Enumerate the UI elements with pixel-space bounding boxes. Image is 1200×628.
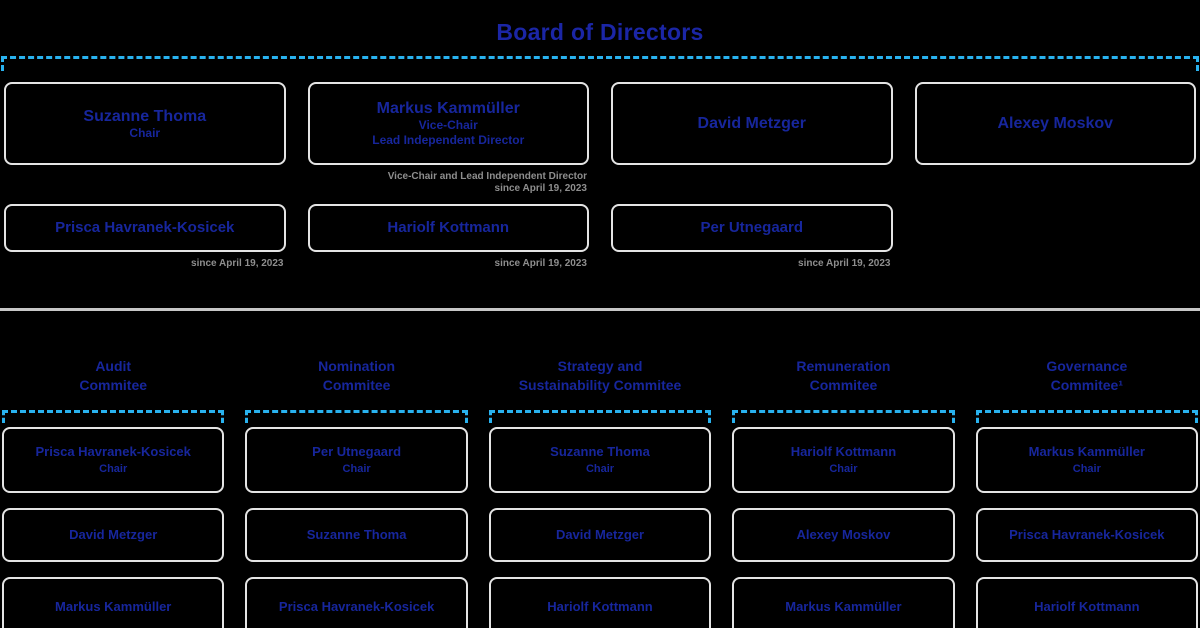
appointment-date-note: since April 19, 2023: [494, 258, 587, 269]
member-role: Lead Independent Director: [372, 133, 525, 147]
committee-member-box: David Metzger: [2, 508, 225, 562]
committee-member-box: Hariolf Kottmann: [975, 577, 1199, 628]
committee-dashed-bracket: [975, 410, 1199, 423]
note-line: since April 19, 2023: [494, 183, 587, 194]
committee-title: Audit Commitee: [2, 352, 224, 400]
committee-dashed-bracket: [488, 410, 712, 423]
member-name: David Metzger: [69, 527, 158, 542]
chair-label: Chair: [99, 463, 128, 475]
member-name: Suzanne Thoma: [550, 444, 650, 459]
committee-title-line: Commitee: [79, 377, 148, 393]
member-name: Markus Kammüller: [785, 599, 902, 614]
board-member-prisca-havranek-kosicek: Prisca Havranek-Kosicek: [4, 204, 286, 252]
committee-title-line: Commitee¹: [1050, 377, 1123, 393]
committee-member-box: David Metzger: [488, 508, 712, 562]
member-name: David Metzger: [697, 115, 806, 132]
member-name: Prisca Havranek-Kosicek: [35, 444, 191, 459]
chair-label: Chair: [342, 463, 371, 475]
board-cell: Prisca Havranek-Kosicek since April 19, …: [4, 204, 286, 269]
member-name: Markus Kammüller: [376, 100, 520, 117]
committee-member-box: Suzanne Thoma: [245, 508, 468, 562]
board-cell: David Metzger: [611, 82, 893, 165]
committee-title-line: Governance: [1046, 358, 1128, 374]
board-cell: Alexey Moskov: [914, 82, 1196, 165]
member-name: Per Utnegaard: [700, 219, 804, 236]
member-name: Prisca Havranek-Kosicek: [1009, 527, 1165, 542]
member-name: Hariolf Kottmann: [790, 444, 897, 459]
member-name: Hariolf Kottmann: [1034, 599, 1140, 614]
member-role: Chair: [129, 125, 161, 140]
committee-chair-box: Suzanne Thoma Chair: [488, 427, 712, 493]
board-member-markus-kammuller: Markus Kammüller Vice-Chair Lead Indepen…: [307, 82, 589, 165]
committee-chair-box: Per Utnegaard Chair: [245, 427, 468, 493]
committee-chair-box: Markus Kammüller Chair: [975, 427, 1199, 493]
committee-member-box: Alexey Moskov: [732, 508, 955, 562]
member-name: Prisca Havranek-Kosicek: [278, 599, 435, 614]
member-name: Alexey Moskov: [796, 527, 891, 542]
board-dashed-bracket: [1, 56, 1199, 71]
committee-title-line: Nomination: [318, 358, 396, 374]
committee-dashed-bracket: [732, 410, 955, 423]
committee-strategy-sustainability: Strategy and Sustainability Commitee Suz…: [488, 352, 712, 628]
committee-title: Governance Commitee¹: [976, 352, 1198, 400]
committee-member-box: Prisca Havranek-Kosicek: [975, 508, 1199, 562]
member-name: Prisca Havranek-Kosicek: [55, 219, 235, 236]
member-name: Suzanne Thoma: [306, 527, 407, 542]
committee-title-line: Sustainability Commitee: [518, 377, 682, 393]
board-member-hariolf-kottmann: Hariolf Kottmann: [307, 204, 589, 252]
member-name: Alexey Moskov: [997, 115, 1114, 132]
chair-label: Chair: [585, 463, 615, 475]
committee-dashed-bracket: [245, 410, 468, 423]
chair-label: Chair: [829, 463, 858, 475]
committee-dashed-bracket: [2, 410, 225, 423]
committee-nomination: Nomination Commitee Per Utnegaard Chair …: [245, 352, 468, 628]
committee-remuneration: Remuneration Commitee Hariolf Kottmann C…: [732, 352, 955, 628]
appointment-date-note: Vice-Chair and Lead Independent Director…: [388, 171, 587, 195]
committee-member-box: Markus Kammüller: [732, 577, 955, 628]
board-cell: Hariolf Kottmann since April 19, 2023: [307, 204, 589, 269]
committee-member-box: Hariolf Kottmann: [488, 577, 712, 628]
note-line: Vice-Chair and Lead Independent Director: [387, 171, 587, 182]
committee-member-box: Prisca Havranek-Kosicek: [245, 577, 468, 628]
board-cell: Per Utnegaard since April 19, 2023: [611, 204, 893, 269]
board-member-alexey-moskov: Alexey Moskov: [914, 82, 1196, 165]
board-cell: Suzanne Thoma Chair: [4, 82, 286, 165]
member-name: Markus Kammüller: [55, 599, 172, 614]
member-name: Per Utnegaard: [312, 444, 402, 459]
committee-title-line: Strategy and: [557, 358, 643, 374]
committee-title-line: Commitee: [322, 377, 391, 393]
board-row-2: Prisca Havranek-Kosicek since April 19, …: [4, 204, 1196, 269]
committee-title-line: Audit: [95, 358, 132, 374]
committee-member-box: Markus Kammüller: [2, 577, 225, 628]
member-name: Hariolf Kottmann: [547, 599, 653, 614]
board-cell: Markus Kammüller Vice-Chair Lead Indepen…: [307, 82, 589, 194]
committee-title: Nomination Commitee: [245, 352, 467, 400]
chair-label: Chair: [1072, 463, 1101, 475]
committee-audit: Audit Commitee Prisca Havranek-Kosicek C…: [2, 352, 225, 628]
member-name: Hariolf Kottmann: [387, 219, 510, 236]
committee-title: Remuneration Commitee: [732, 352, 954, 400]
board-row-1: Suzanne Thoma Chair Markus Kammüller Vic…: [4, 82, 1196, 194]
committee-chair-box: Hariolf Kottmann Chair: [732, 427, 955, 493]
board-member-david-metzger: David Metzger: [611, 82, 893, 165]
appointment-date-note: since April 19, 2023: [191, 258, 284, 269]
member-name: Suzanne Thoma: [83, 107, 207, 125]
board-member-per-utnegaard: Per Utnegaard: [611, 204, 893, 252]
page-title: Board of Directors: [496, 19, 704, 45]
member-role: Vice-Chair: [418, 118, 478, 132]
appointment-date-note: since April 19, 2023: [798, 258, 891, 269]
member-name: David Metzger: [555, 527, 645, 542]
committee-governance: Governance Commitee¹ Markus Kammüller Ch…: [975, 352, 1199, 628]
committees-section: Audit Commitee Prisca Havranek-Kosicek C…: [2, 352, 1199, 628]
member-name: Markus Kammüller: [1028, 444, 1145, 459]
committee-title-line: Commitee: [809, 377, 878, 393]
committee-title: Strategy and Sustainability Commitee: [489, 352, 711, 400]
board-member-suzanne-thoma: Suzanne Thoma Chair: [4, 82, 286, 165]
committee-chair-box: Prisca Havranek-Kosicek Chair: [2, 427, 225, 493]
committee-title-line: Remuneration: [796, 358, 891, 374]
section-divider: [0, 308, 1200, 311]
